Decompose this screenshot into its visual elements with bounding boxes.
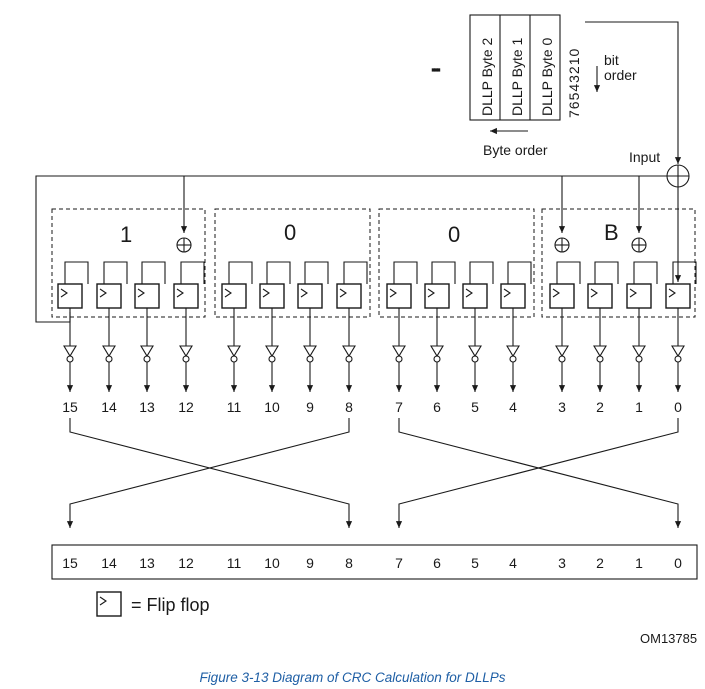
output-bit-15: 15 <box>62 555 78 571</box>
output-bit-6: 6 <box>433 555 441 571</box>
group-label-1: 1 <box>120 222 132 247</box>
cross-line-0-to-7 <box>395 418 679 528</box>
register-bit-12: 12 <box>178 399 194 415</box>
flip-flop-legend: = Flip flop <box>96 591 210 617</box>
register-bit-7: 7 <box>395 399 403 415</box>
output-bit-10: 10 <box>264 555 280 571</box>
cross-line-7-to-0 <box>398 418 682 528</box>
flip-flop-10 <box>259 261 291 392</box>
output-bit-0: 0 <box>674 555 682 571</box>
output-bit-12: 12 <box>178 555 194 571</box>
register-bit-0: 0 <box>674 399 682 415</box>
dllp-byte-1-label: DLLP Byte 1 <box>509 37 525 116</box>
input-xor <box>666 164 690 188</box>
cross-line-15-to-8 <box>69 418 353 528</box>
register-bit-14: 14 <box>101 399 117 415</box>
flip-flop-12 <box>173 261 205 392</box>
register-bit-15: 15 <box>62 399 78 415</box>
byte-order-label: Byte order <box>483 142 548 158</box>
input-line <box>585 21 682 164</box>
group-box-3 <box>378 208 535 318</box>
register-bit-3: 3 <box>558 399 566 415</box>
output-register <box>51 544 698 580</box>
dllp-byte-2-label: DLLP Byte 2 <box>479 37 495 116</box>
group-label-2: 0 <box>284 220 296 245</box>
xor-12 <box>176 237 192 253</box>
figure-id: OM13785 <box>640 631 697 646</box>
feedback-line <box>35 175 667 323</box>
output-bit-8: 8 <box>345 555 353 571</box>
register-bit-2: 2 <box>596 399 604 415</box>
flip-flop-5 <box>462 261 494 392</box>
register-bit-1: 1 <box>635 399 643 415</box>
flip-flop-14 <box>96 261 128 392</box>
register-bit-11: 11 <box>227 399 242 415</box>
flip-flop-chain <box>57 261 697 392</box>
flip-flop-11 <box>221 261 253 392</box>
flip-flop-15 <box>57 261 89 392</box>
dllp-byte-0-label: DLLP Byte 0 <box>539 37 555 116</box>
register-bit-4: 4 <box>509 399 517 415</box>
legend-label: = Flip flop <box>131 595 210 615</box>
xor-3 <box>554 237 570 253</box>
group-label-3: 0 <box>448 222 460 247</box>
register-bit-10: 10 <box>264 399 280 415</box>
output-bit-14: 14 <box>101 555 117 571</box>
flip-flop-3 <box>549 261 581 392</box>
register-bit-8: 8 <box>345 399 353 415</box>
register-bit-5: 5 <box>471 399 479 415</box>
ellipsis-marker: ▪▪▪ <box>431 62 440 77</box>
output-bit-7: 7 <box>395 555 403 571</box>
group-box-2 <box>214 208 371 318</box>
output-bit-9: 9 <box>306 555 314 571</box>
group-label-4: B <box>604 220 619 245</box>
output-bit-3: 3 <box>558 555 566 571</box>
group-box-4 <box>541 208 696 318</box>
output-bit-11: 11 <box>227 555 242 571</box>
cross-line-8-to-15 <box>66 418 350 528</box>
flip-flop-1 <box>626 261 658 392</box>
register-bit-13: 13 <box>139 399 155 415</box>
output-bit-5: 5 <box>471 555 479 571</box>
group-box-1 <box>51 208 206 318</box>
flip-flop-13 <box>134 261 166 392</box>
figure-caption: Figure 3-13 Diagram of CRC Calculation f… <box>199 670 506 685</box>
flip-flop-4 <box>500 261 532 392</box>
register-bit-6: 6 <box>433 399 441 415</box>
bit-order-label-1: bit <box>604 52 619 68</box>
xor-1 <box>631 237 647 253</box>
bit-digits-label: 76543210 <box>566 48 582 118</box>
flip-flop-9 <box>297 261 329 392</box>
output-bit-1: 1 <box>635 555 643 571</box>
output-bit-13: 13 <box>139 555 155 571</box>
flip-flop-6 <box>424 261 456 392</box>
flip-flop-0 <box>665 261 697 392</box>
flip-flop-8 <box>336 261 368 392</box>
output-bit-2: 2 <box>596 555 604 571</box>
output-bit-4: 4 <box>509 555 517 571</box>
bit-order-label-2: order <box>604 67 637 83</box>
flip-flop-7 <box>386 261 418 392</box>
flip-flop-2 <box>587 261 619 392</box>
dllp-byte-box: DLLP Byte 2 DLLP Byte 1 DLLP Byte 0 <box>469 14 561 121</box>
register-bit-9: 9 <box>306 399 314 415</box>
input-label: Input <box>629 149 660 165</box>
